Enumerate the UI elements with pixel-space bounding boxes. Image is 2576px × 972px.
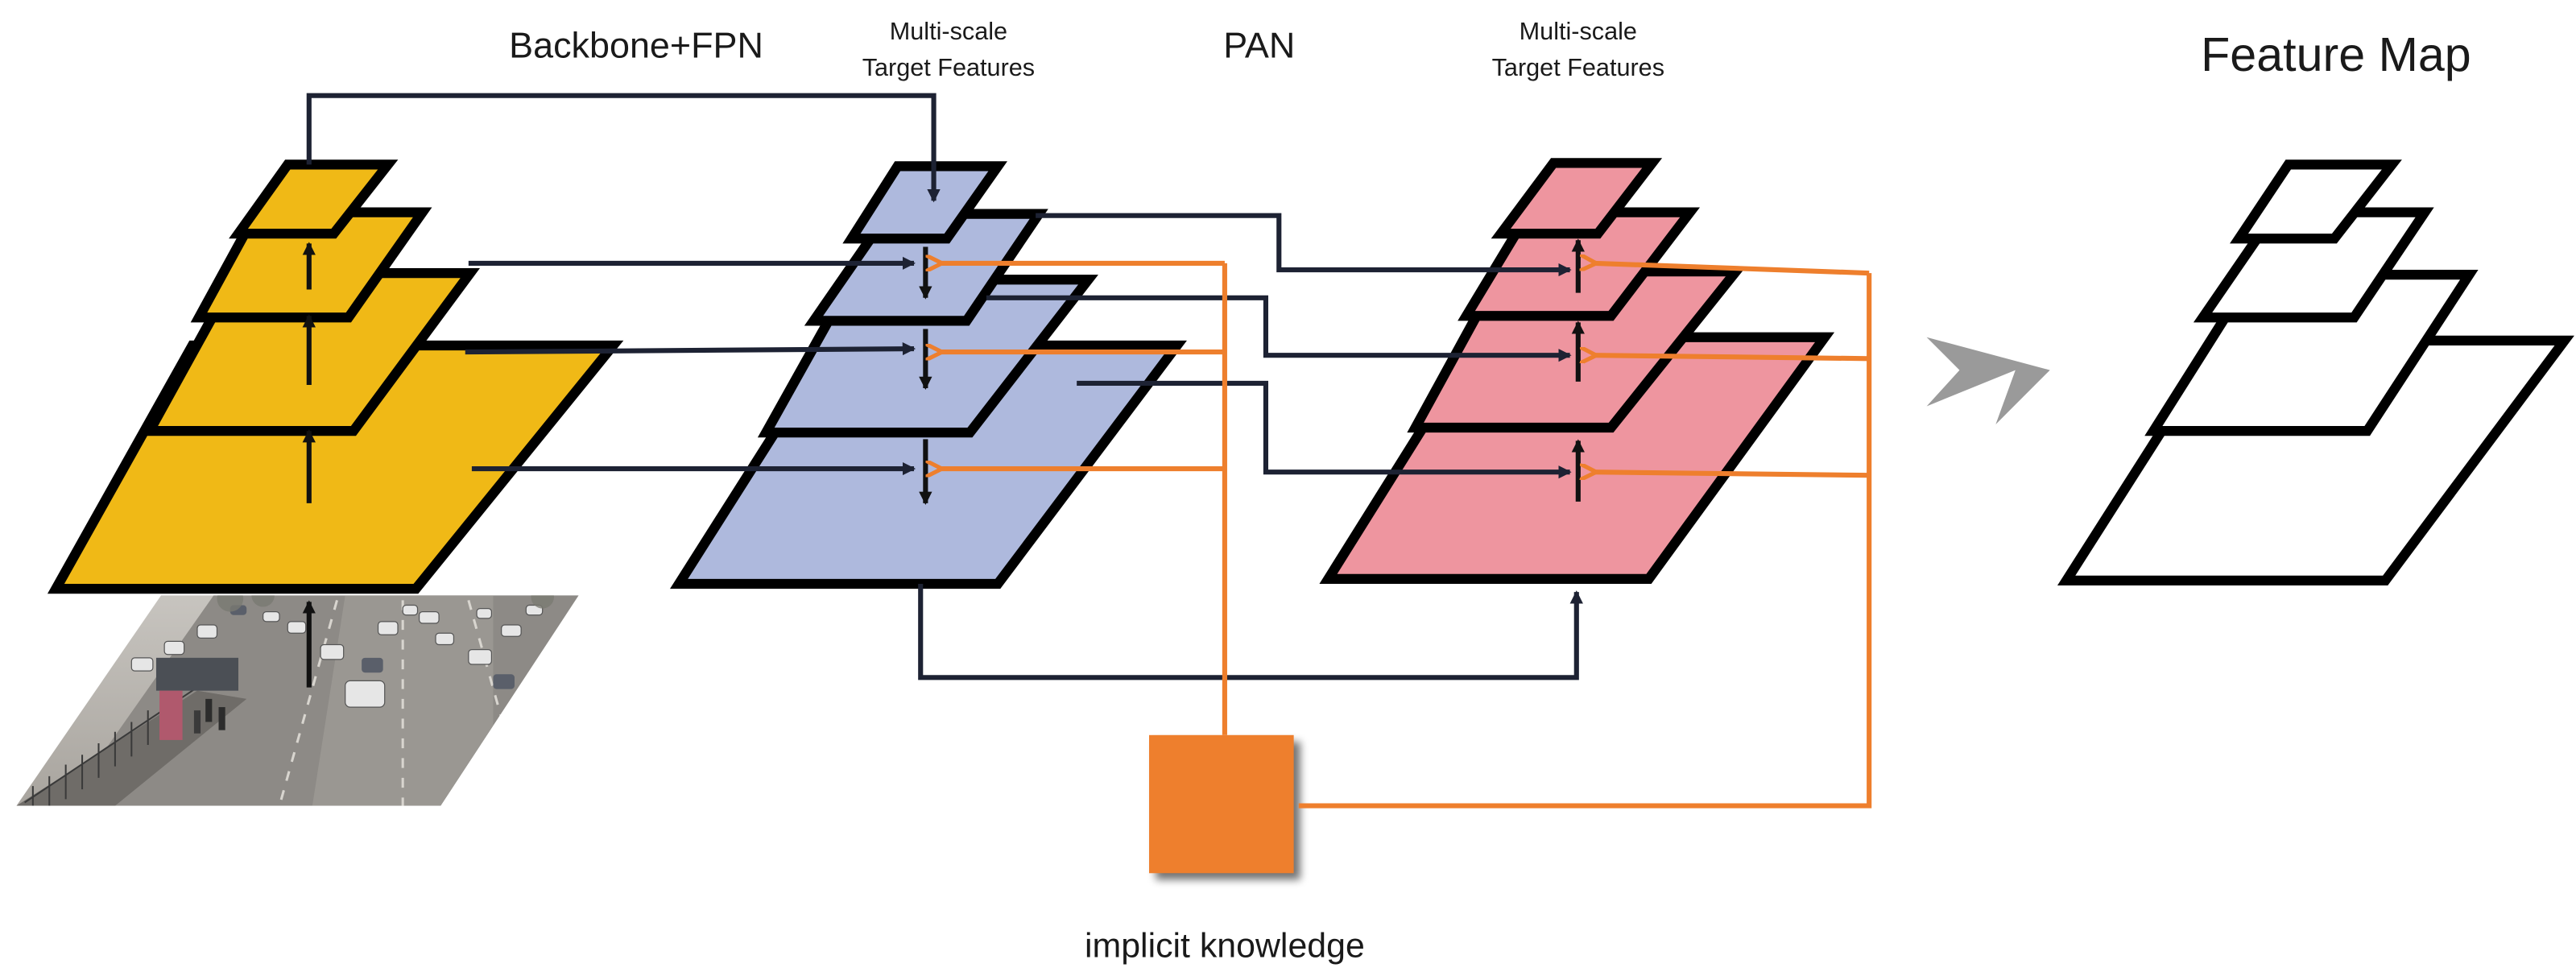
pan-layer-4 [1491,158,1663,239]
implicit-knowledge-connectors [941,263,1872,809]
feature-map-pyramid [2057,159,2574,586]
target-features-2-label-line1: Multi-scale [1520,18,1637,45]
target-features-2-label-line2: Target Features [1492,54,1664,81]
implicit-knowledge-block [1148,734,1300,880]
chevron-arrow-icon [1926,337,2050,424]
backbone-pyramid [47,159,624,594]
implicit-knowledge-box [1148,734,1294,874]
fpn-layer-4 [842,161,1007,244]
feature-map-layer-4 [2230,159,2402,244]
backbone-fpn-label: Backbone+FPN [509,25,763,66]
backbone-layer-4 [229,159,399,239]
pan-label: PAN [1223,25,1295,66]
fpn-to-pan-connectors [918,213,1583,680]
street-scene-photo [16,595,579,806]
feature-map-label: Feature Map [2201,27,2471,81]
target-features-1-label-line1: Multi-scale [890,18,1007,45]
target-features-1-label-line2: Target Features [862,54,1035,81]
implicit-knowledge-label: implicit knowledge [1085,926,1365,965]
backbone-to-fpn-connectors [306,93,941,476]
